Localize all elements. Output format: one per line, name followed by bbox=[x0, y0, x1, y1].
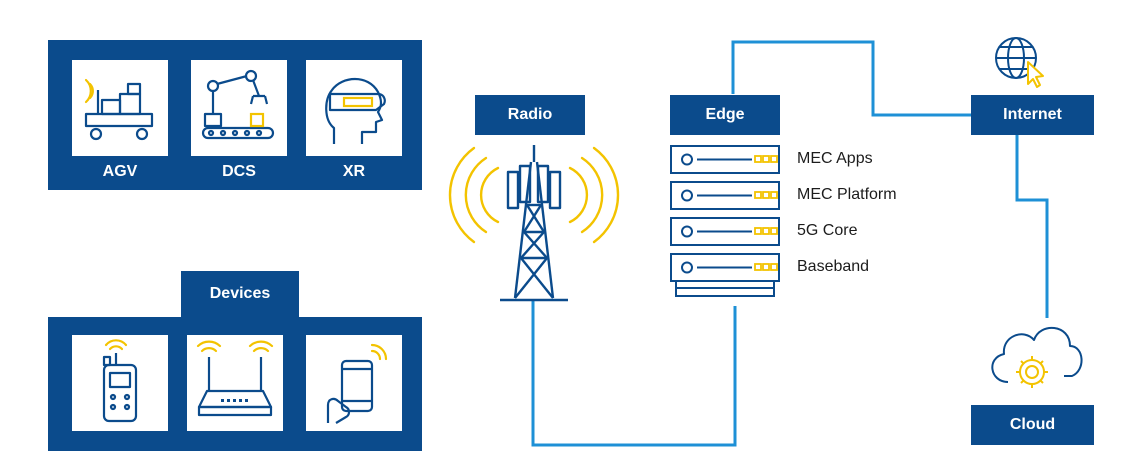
edge-internet-link bbox=[731, 40, 972, 117]
router-card bbox=[187, 335, 283, 431]
radio-label: Radio bbox=[475, 95, 585, 135]
router-icon bbox=[196, 340, 274, 417]
internet-label: Internet bbox=[971, 95, 1094, 135]
dcs-card bbox=[191, 60, 287, 156]
devices-title: Devices bbox=[181, 271, 299, 317]
server-unit-5g-core bbox=[670, 217, 780, 246]
cloud-label: Cloud bbox=[971, 405, 1094, 445]
dcs-robotic-arm-icon bbox=[201, 69, 275, 140]
server-unit-mec-apps bbox=[670, 145, 780, 174]
handheld-radio-icon bbox=[102, 339, 138, 423]
internet-cloud-link bbox=[1015, 133, 1049, 318]
xr-headset-icon bbox=[325, 77, 386, 144]
agv-label: AGV bbox=[102, 163, 138, 180]
radio-edge-link bbox=[531, 300, 737, 447]
mec-platform-label: MEC Platform bbox=[797, 186, 897, 203]
5g-core-label: 5G Core bbox=[797, 222, 858, 239]
edge-label: Edge bbox=[670, 95, 780, 135]
server-unit-baseband bbox=[670, 253, 780, 282]
handheld-radio-card bbox=[72, 335, 168, 431]
agv-robot-icon bbox=[84, 78, 154, 141]
dcs-label: DCS bbox=[222, 163, 256, 180]
agv-card bbox=[72, 60, 168, 156]
devices-panel bbox=[48, 317, 422, 451]
baseband-label: Baseband bbox=[797, 258, 870, 275]
xr-card bbox=[306, 60, 402, 156]
xr-label: XR bbox=[342, 163, 366, 180]
smartphone-card bbox=[306, 335, 402, 431]
smartphone-icon bbox=[326, 343, 388, 424]
use-cases-panel: AGV DCS XR bbox=[48, 40, 422, 190]
mec-apps-label: MEC Apps bbox=[797, 150, 873, 167]
server-unit-mec-platform bbox=[670, 181, 780, 210]
